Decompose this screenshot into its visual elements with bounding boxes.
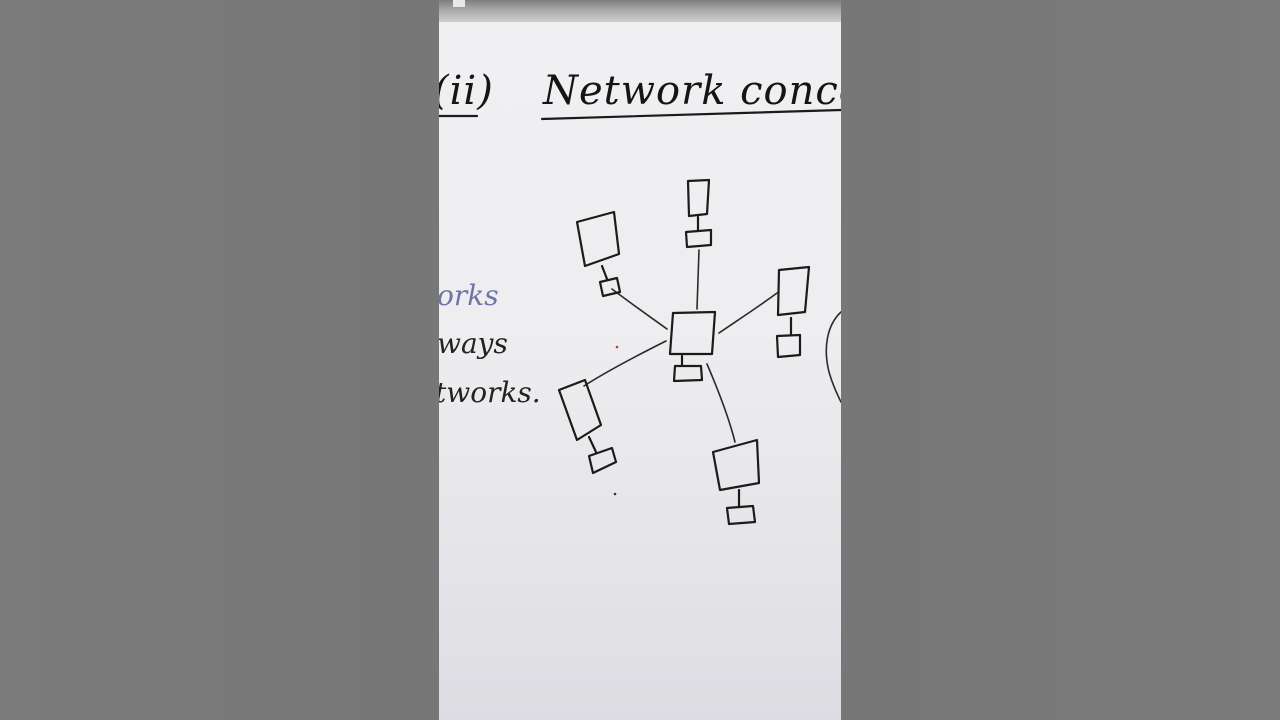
link-bottom-right [706,363,736,443]
note-line-1: orks [439,279,499,312]
node-bottom-right-computer [711,438,761,526]
link-bottom-left [583,340,667,387]
section-mark: (ii) [439,68,494,114]
board-title: Network concep [542,68,841,114]
note-line-2: ways [439,327,508,360]
marker-dot [613,492,617,496]
link-top [696,249,700,310]
node-top-left-computer [575,210,622,298]
title-underline [540,108,841,121]
link-right [718,292,778,334]
right-edge-partial-drawing [825,311,841,403]
whiteboard-drawing: (ii) Network concep orks ways tworks. [439,68,841,526]
node-bottom-left-computer [557,378,618,475]
hub-computer [668,310,717,383]
node-right-computer [775,265,811,359]
board-clip [453,0,465,7]
whiteboard: (ii) Network concep orks ways tworks. [439,0,841,720]
link-top-left [611,288,668,330]
note-line-3: tworks. [439,376,541,409]
node-top-computer [684,178,713,249]
whiteboard-top-edge [439,0,841,22]
marker-dot-red [615,345,619,349]
